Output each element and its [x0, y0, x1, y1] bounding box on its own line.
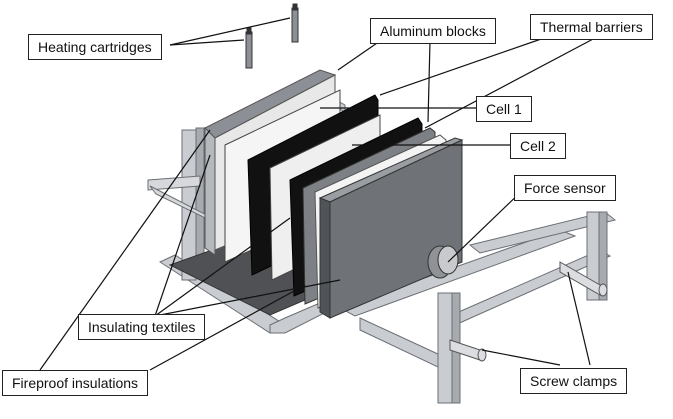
- callout-leader-lines: [39, 17, 596, 371]
- label-force-sensor: Force sensor: [514, 175, 616, 201]
- label-heating-cartridges: Heating cartridges: [28, 34, 162, 60]
- heating-cartridge-icons: [245, 3, 299, 69]
- label-fireproof-insulations: Fireproof insulations: [2, 370, 149, 396]
- front-pressure-plate: [318, 137, 464, 319]
- force-sensor-icon: [427, 245, 459, 279]
- label-screw-clamps: Screw clamps: [520, 368, 628, 394]
- label-cell-2: Cell 2: [510, 133, 566, 159]
- label-aluminum-blocks: Aluminum blocks: [370, 18, 496, 44]
- label-thermal-barriers: Thermal barriers: [530, 14, 653, 40]
- screw-clamp-icons: [449, 261, 608, 362]
- label-cell-1: Cell 1: [476, 96, 532, 122]
- label-insulating-textiles: Insulating textiles: [78, 314, 206, 340]
